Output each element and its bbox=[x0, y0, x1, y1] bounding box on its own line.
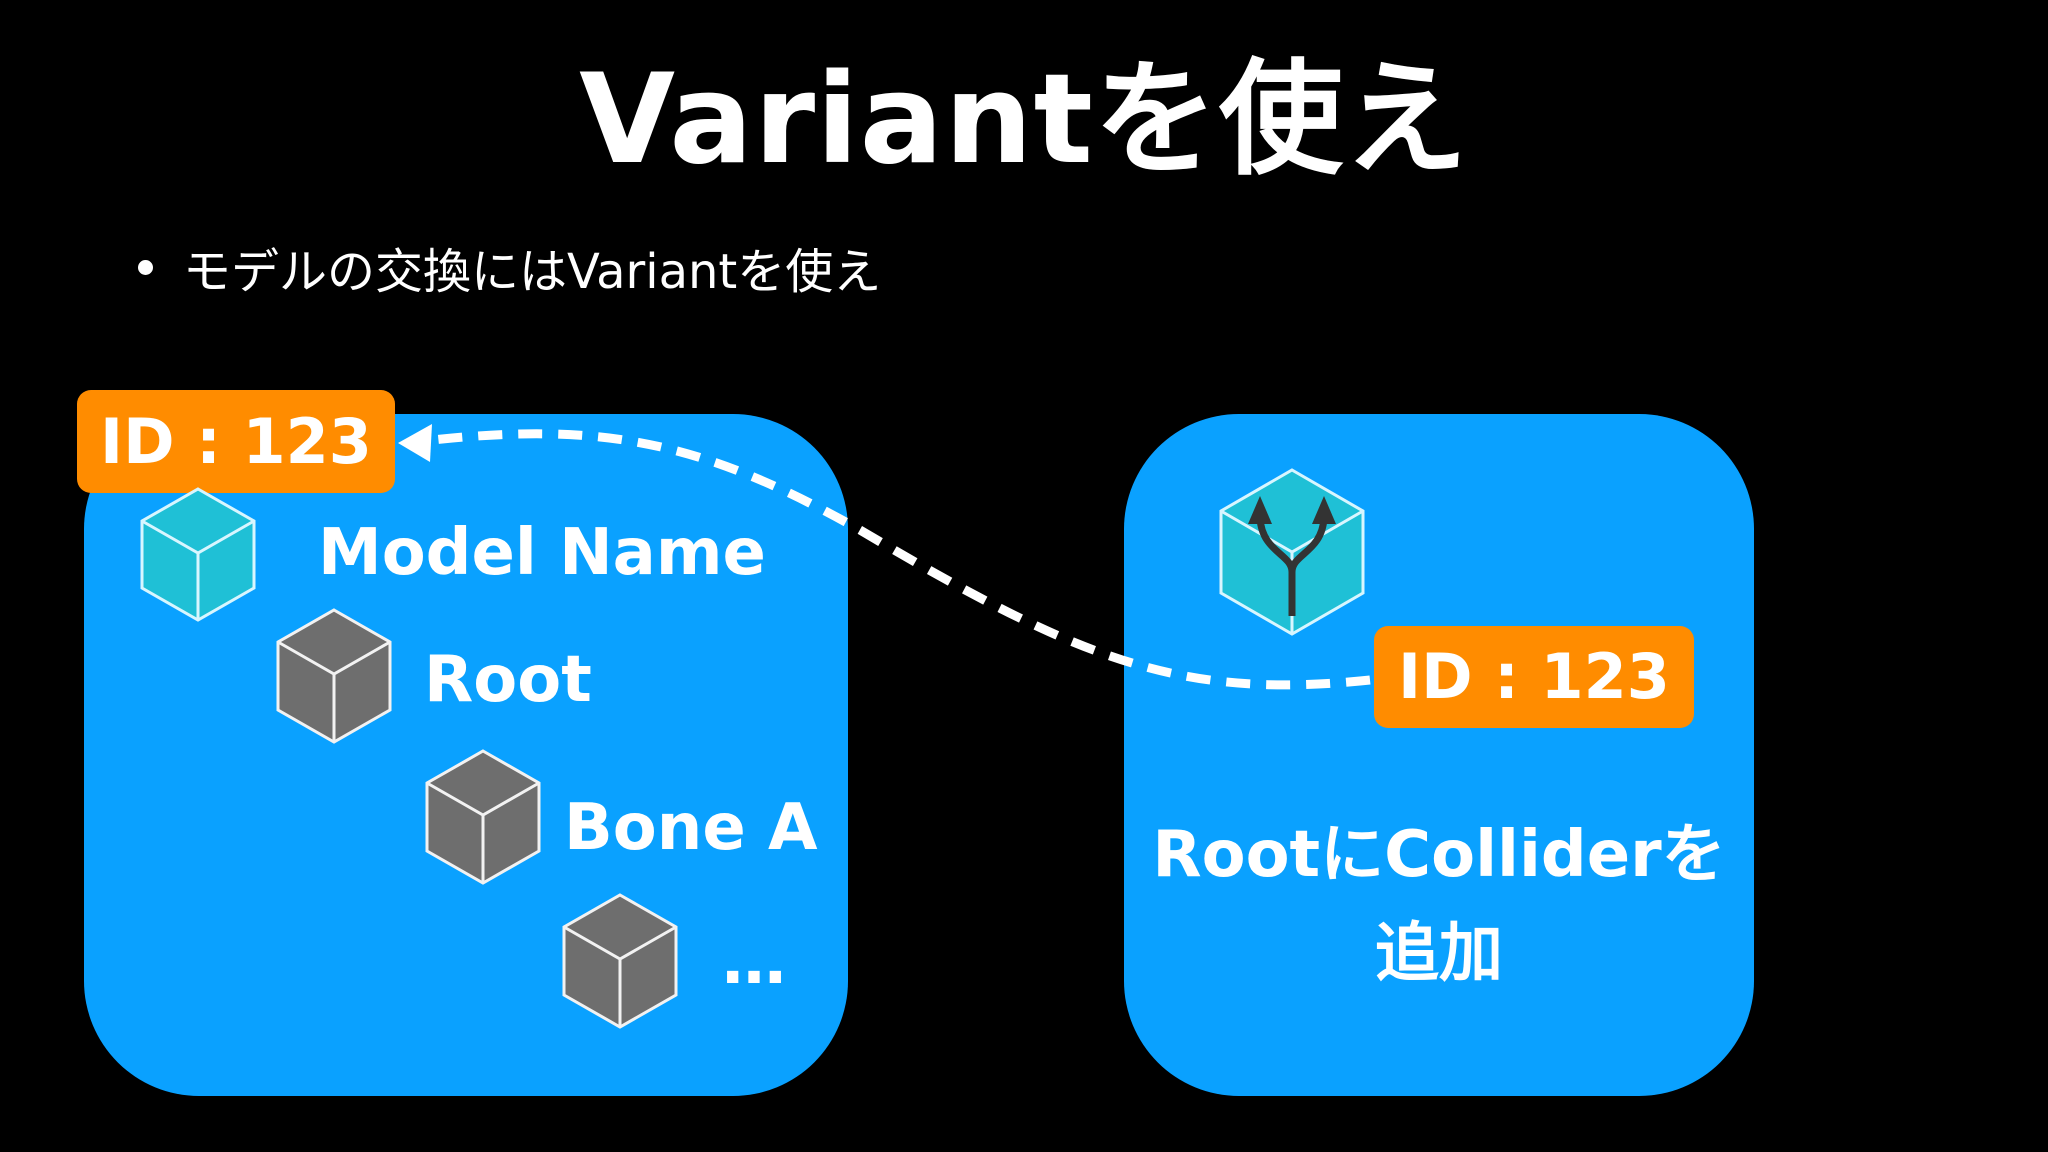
caption-line-1: RootにColliderを bbox=[1152, 818, 1726, 892]
branch-left-arrowhead bbox=[1248, 496, 1272, 524]
id-badge-right: ID : 123 bbox=[1374, 626, 1694, 728]
node-label-model-name: Model Name bbox=[318, 516, 766, 590]
caption-line-2: 追加 bbox=[1375, 917, 1503, 992]
cyan-cube-icon bbox=[140, 487, 256, 622]
id-badge-left: ID : 123 bbox=[77, 390, 395, 493]
bullet-text: モデルの交換にはVariantを使え bbox=[183, 244, 882, 300]
node-label-root: Root bbox=[424, 643, 592, 717]
arrow-head bbox=[398, 424, 432, 462]
branch-right-arrowhead bbox=[1312, 496, 1336, 524]
gray-cube-icon bbox=[562, 893, 678, 1029]
gray-cube-icon bbox=[425, 749, 541, 885]
branch-right-line bbox=[1288, 517, 1328, 573]
slide-title: Variantを使え bbox=[579, 48, 1469, 192]
node-label-bone-a: Bone A bbox=[564, 791, 818, 865]
bullet-item: モデルの交換にはVariantを使え bbox=[138, 232, 881, 302]
variant-caption: RootにColliderを 追加 bbox=[1124, 806, 1754, 1004]
node-label-more: … bbox=[722, 925, 786, 999]
gray-cube-icon bbox=[276, 608, 392, 744]
bullet-dot bbox=[138, 259, 153, 275]
variant-cube-icon bbox=[1219, 468, 1365, 636]
